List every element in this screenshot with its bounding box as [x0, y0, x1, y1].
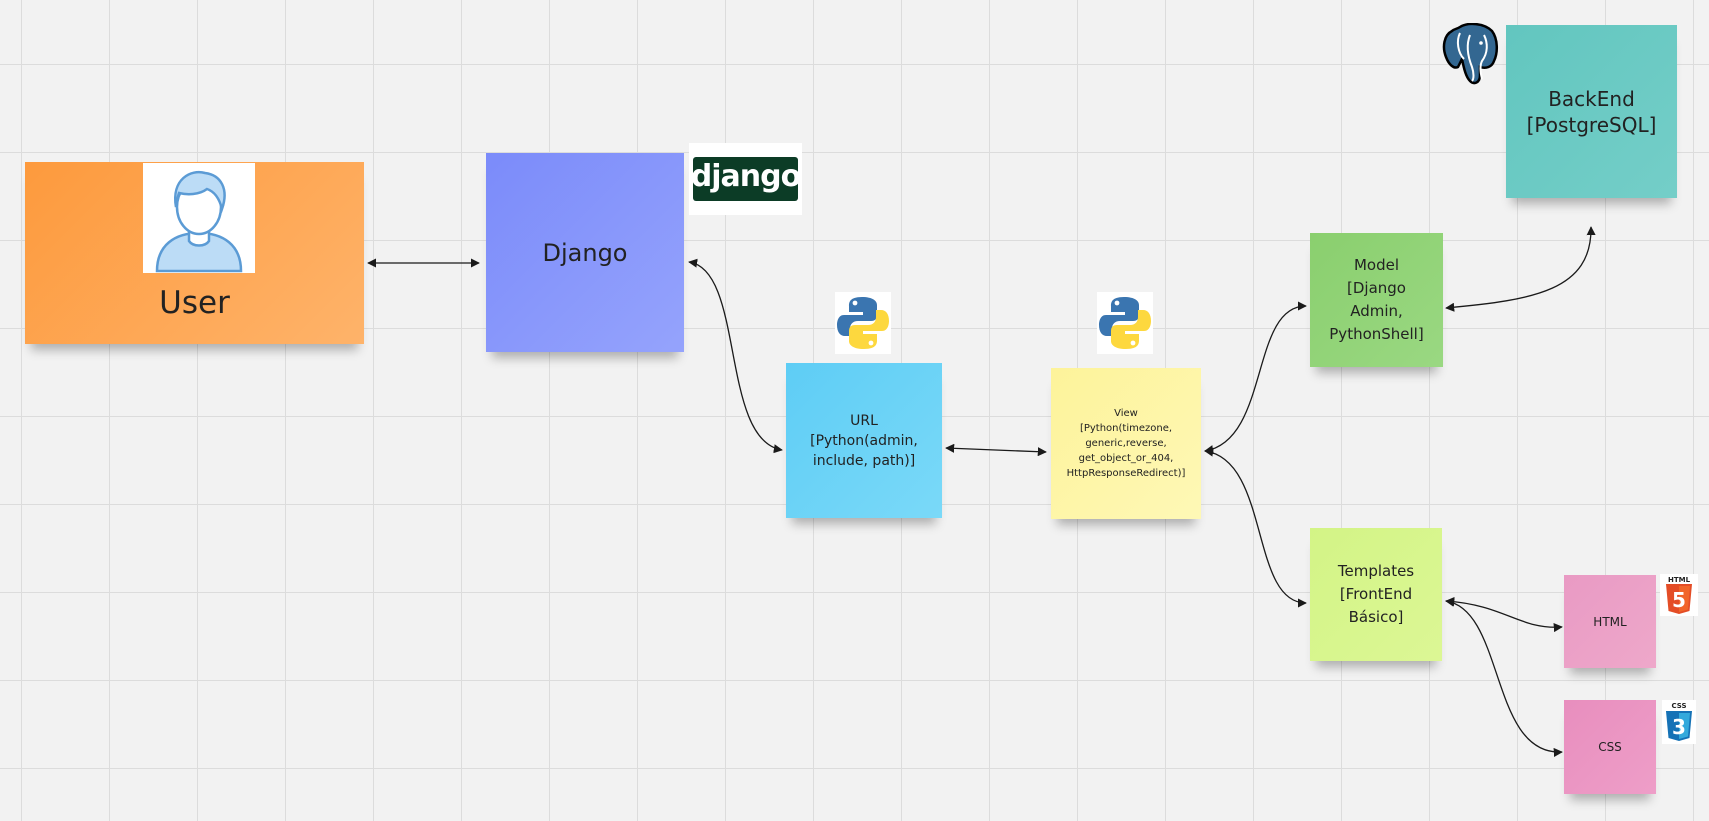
css3-logo-text: CSS: [1671, 702, 1686, 710]
url-label: URL [Python(admin, include, path)]: [810, 412, 918, 469]
edge-templates-css: [1445, 597, 1563, 757]
html-label: HTML: [1593, 614, 1627, 629]
edge-url-view: [945, 443, 1047, 457]
user-label: User: [159, 285, 230, 321]
django-label: Django: [542, 238, 628, 267]
url-note[interactable]: URL [Python(admin, include, path)]: [786, 363, 942, 518]
css3-logo: CSS 3: [1662, 700, 1696, 744]
django-note[interactable]: Django: [486, 153, 684, 352]
python-logo-view: [1097, 292, 1153, 354]
edge-django-url: [688, 258, 783, 454]
html5-logo-text: HTML: [1668, 576, 1691, 584]
css3-logo-badge: 3: [1672, 715, 1686, 739]
edge-view-model: [1204, 301, 1307, 455]
backend-note[interactable]: BackEnd [PostgreSQL]: [1506, 25, 1677, 198]
html-note[interactable]: HTML: [1564, 575, 1656, 668]
backend-label: BackEnd [PostgreSQL]: [1526, 86, 1657, 137]
html5-logo-badge: 5: [1672, 588, 1686, 612]
postgresql-elephant-logo: [1440, 22, 1502, 89]
edge-templates-html: [1445, 597, 1563, 633]
model-label: Model [Django Admin, PythonShell]: [1329, 256, 1424, 343]
django-logo: django: [689, 143, 802, 215]
python-logo-url: [835, 292, 891, 354]
templates-note[interactable]: Templates [FrontEnd Básico]: [1310, 528, 1442, 661]
css-label: CSS: [1598, 740, 1622, 754]
edge-model-backend: [1445, 226, 1596, 312]
view-note[interactable]: View [Python(timezone, generic,reverse, …: [1051, 368, 1201, 519]
templates-label: Templates [FrontEnd Básico]: [1337, 562, 1415, 626]
view-label: View [Python(timezone, generic,reverse, …: [1066, 408, 1186, 479]
html5-logo: HTML 5: [1660, 574, 1698, 616]
model-note[interactable]: Model [Django Admin, PythonShell]: [1310, 233, 1443, 367]
django-logo-text: django: [690, 158, 801, 194]
edge-view-templates: [1204, 447, 1307, 608]
user-avatar-icon: [143, 163, 255, 273]
css-note[interactable]: CSS: [1564, 700, 1656, 794]
